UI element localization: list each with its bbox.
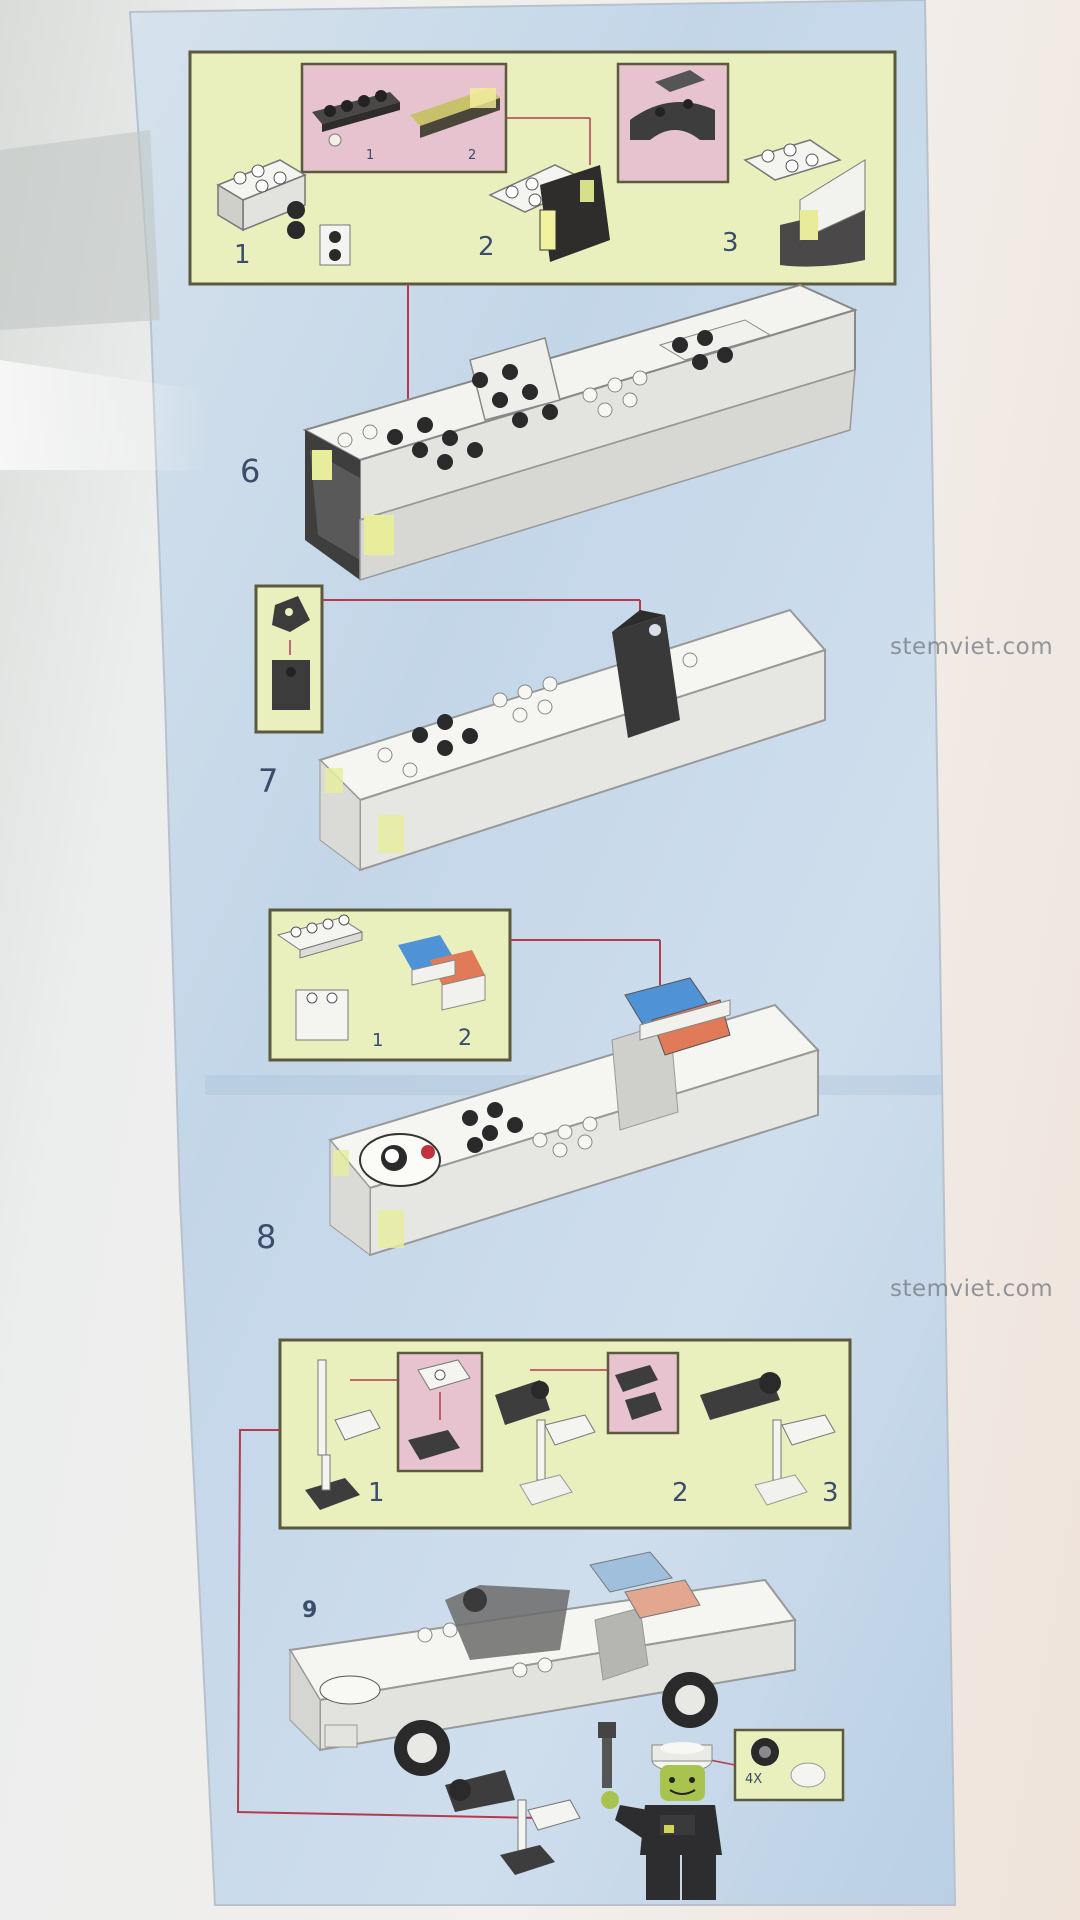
sub-stand-1: [305, 1359, 398, 1510]
step6-sub-2: 2: [478, 232, 495, 262]
car-step9: [288, 1551, 797, 1776]
step6-sub-1: 1: [234, 240, 251, 270]
light-stand: [445, 1770, 581, 1875]
car-step8: [328, 977, 820, 1257]
step9-sub-1: 1: [368, 1478, 385, 1508]
step-number-9: 9: [302, 1598, 318, 1623]
car-base-step7: [318, 608, 827, 872]
step-number-6: 6: [240, 452, 261, 490]
inset-plate-dark: [312, 90, 400, 147]
inset-plate-white: [276, 914, 364, 1041]
step9-sub-2: 2: [672, 1478, 689, 1508]
step6-sub-3: 3: [722, 228, 739, 258]
sub-stand-2: [495, 1369, 608, 1506]
police-minifigure: [598, 1722, 722, 1900]
watermark-top: stemviet.com: [890, 634, 1054, 660]
sub-inset-pink-1: [408, 1359, 471, 1460]
step8-sub-2: 2: [458, 1026, 472, 1051]
step-number-8: 8: [256, 1218, 277, 1256]
inset-light-bar: [410, 88, 500, 138]
sub-brick-3: [743, 139, 866, 267]
step6-inset-sub-1: 1: [366, 148, 375, 163]
step8-sub-1: 1: [372, 1030, 384, 1051]
parts-count-label: 4X: [745, 1772, 763, 1787]
sub-inset-pink-2: [615, 1365, 662, 1420]
inset-dark-arch: [630, 70, 715, 140]
car-base-step6: [302, 283, 858, 582]
step6-inset-sub-2: 2: [468, 148, 477, 163]
watermark-bottom: stemviet.com: [890, 1276, 1054, 1302]
inset-seat-back: [272, 596, 310, 710]
step9-sub-3: 3: [822, 1478, 839, 1508]
sub-stand-3: [700, 1372, 836, 1506]
sub-brick-1: [216, 159, 351, 266]
step-number-7: 7: [258, 762, 279, 800]
inset-siren: [398, 935, 486, 1011]
sub-brick-2: [488, 164, 610, 262]
wheel-part-icon: [751, 1738, 826, 1788]
